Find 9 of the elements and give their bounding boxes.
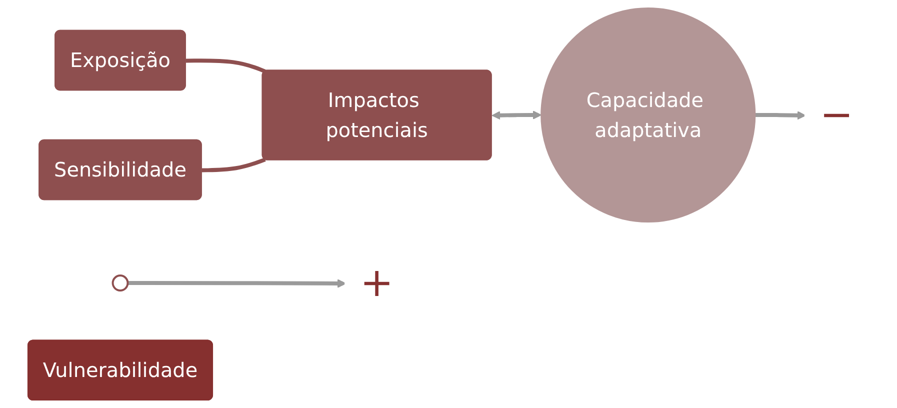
node-text: + (360, 260, 394, 306)
connector (186, 58, 266, 74)
node-text: − (820, 92, 854, 138)
arrow (492, 110, 542, 120)
connector (202, 158, 266, 172)
node-circle (112, 274, 130, 292)
node-circle: Capacidade adaptativa (541, 7, 756, 223)
arrow (756, 110, 806, 120)
arrow (128, 279, 346, 288)
